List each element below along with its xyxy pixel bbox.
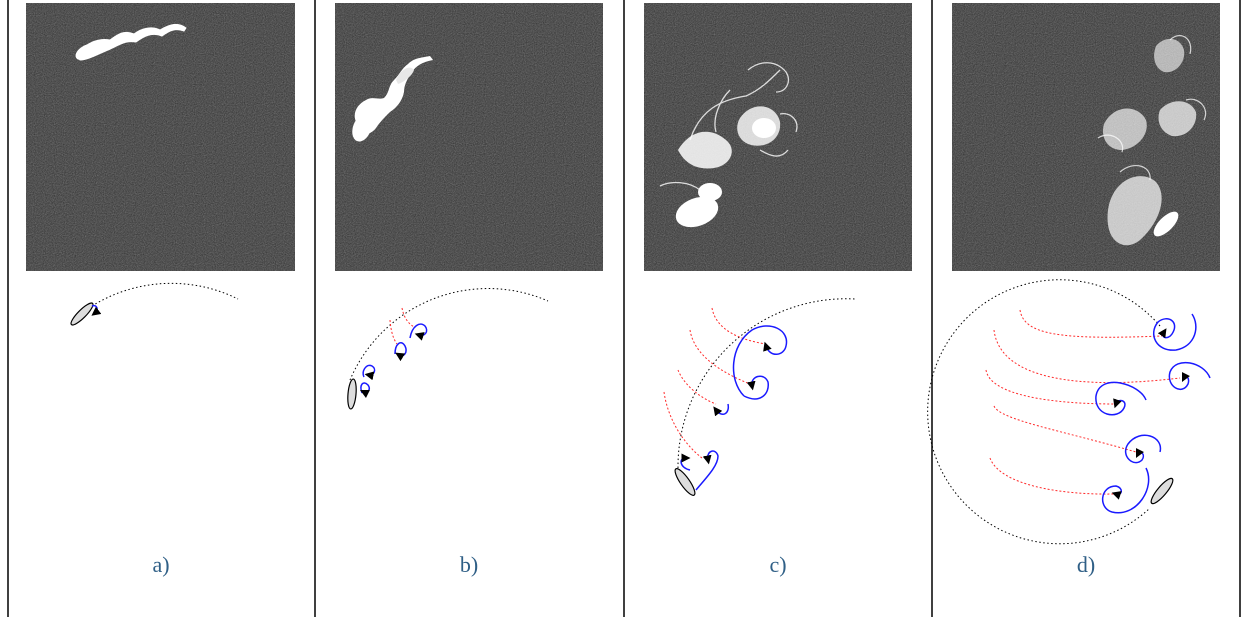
wake-lines — [663, 307, 767, 459]
panel-d: d) — [927, 3, 1220, 577]
trajectory-arc — [349, 288, 549, 381]
smoke-plume — [352, 56, 433, 142]
smoke-wisps — [1097, 35, 1207, 181]
smoke-plume — [1102, 38, 1197, 246]
table-grid — [7, 0, 1241, 617]
panel-b: b) — [335, 3, 603, 577]
panel-a-diagram — [70, 282, 239, 326]
trajectory-arc — [91, 282, 239, 307]
panel-c-diagram — [663, 298, 856, 496]
wake-lines — [389, 307, 415, 345]
airfoil — [674, 468, 696, 496]
caption: a) — [152, 552, 169, 577]
vortices — [680, 325, 788, 491]
caption: c) — [769, 552, 786, 577]
panel-b-diagram — [347, 288, 549, 410]
wake-lines — [985, 309, 1181, 495]
vortices — [359, 323, 428, 399]
panel-b-photo — [335, 3, 603, 271]
panel-d-photo — [952, 3, 1220, 271]
panel-d-diagram — [927, 279, 1211, 545]
vortices — [1095, 313, 1211, 514]
panel-c-photo — [644, 3, 912, 271]
airfoil — [1150, 477, 1174, 505]
smoke-wisps — [659, 62, 798, 191]
airfoil — [347, 378, 357, 410]
panel-a-photo — [26, 3, 295, 271]
panel-c: c) — [644, 3, 912, 577]
airfoil — [70, 302, 94, 326]
caption: b) — [460, 552, 478, 577]
smoke-plume — [75, 23, 187, 61]
vortex — [91, 304, 102, 316]
trajectory-arc — [677, 298, 856, 469]
caption: d) — [1077, 552, 1095, 577]
smoke-plume — [675, 106, 781, 228]
panel-a: a) — [26, 3, 295, 577]
trajectory-circle — [927, 279, 1161, 545]
